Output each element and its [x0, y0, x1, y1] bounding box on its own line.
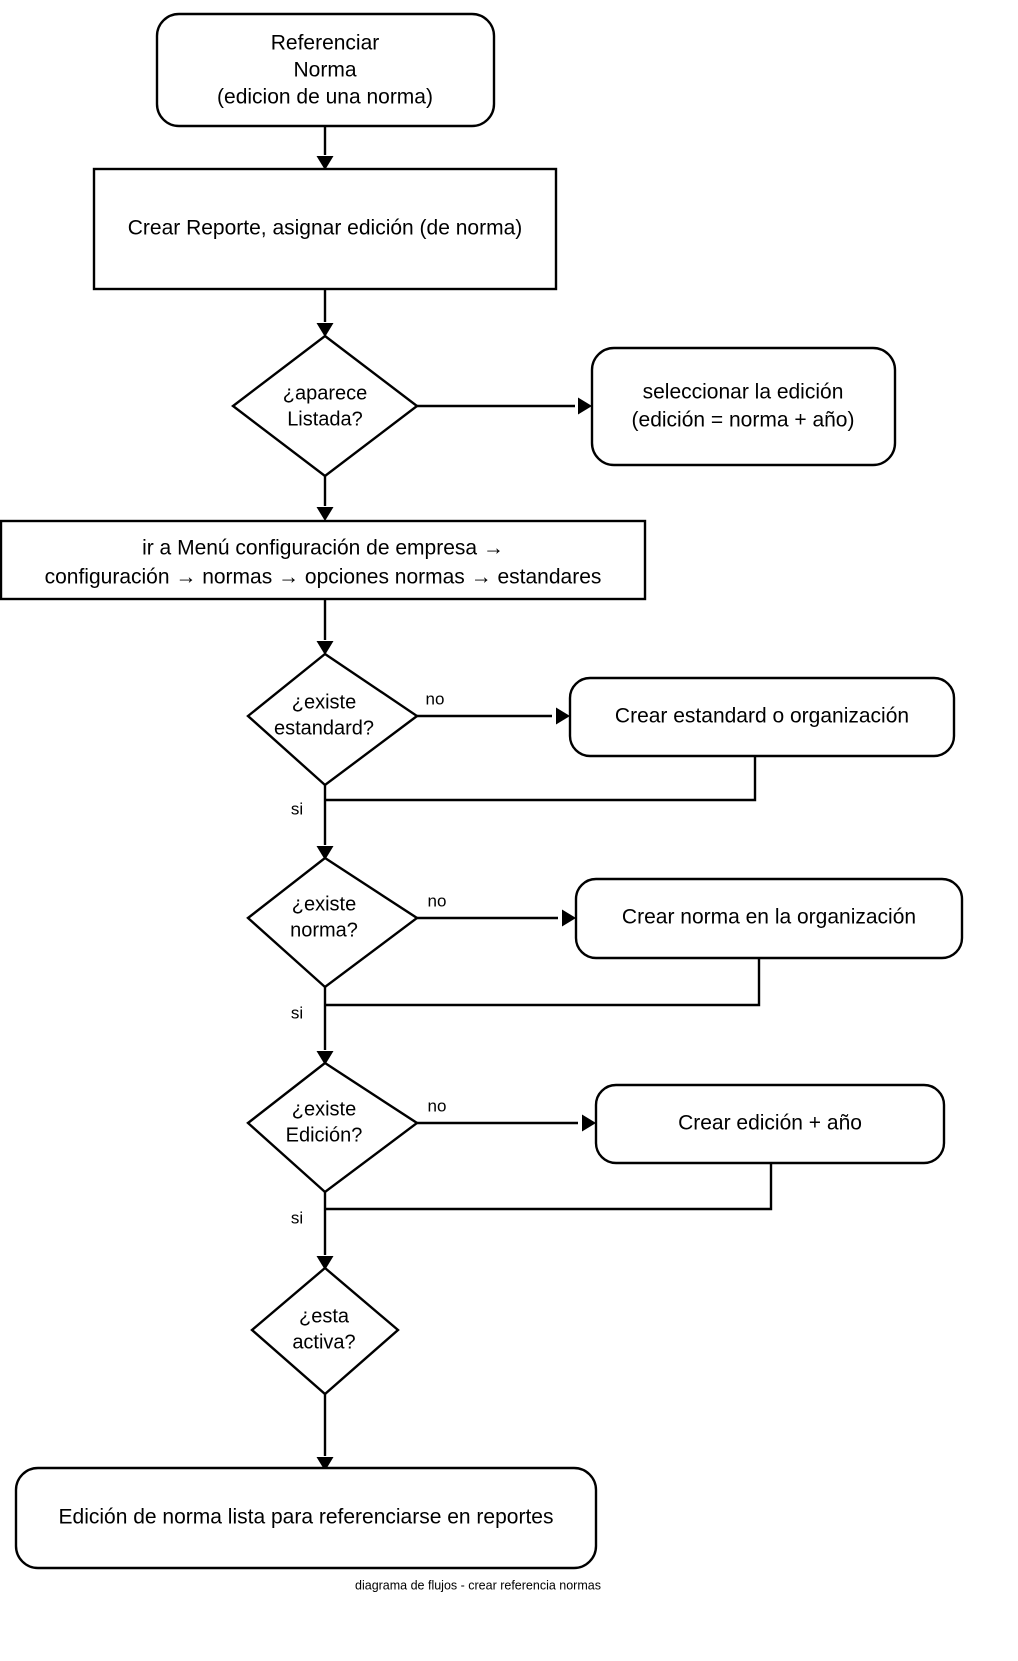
node-seleccionar-edicion[interactable]: seleccionar la edición (edición = norma … [590, 346, 897, 467]
edge-label-norma-si: si [291, 1003, 303, 1022]
edge-existe-estandard-no: no [417, 689, 570, 725]
node-crear-estandard[interactable]: Crear estandard o organización [568, 676, 956, 758]
edge-crear-norma-feedback [326, 958, 761, 1007]
node-aparece-listada[interactable]: ¿aparece Listada? [231, 334, 419, 478]
edge-existe-edicion-no: no [417, 1096, 596, 1132]
edge-start-to-crear-reporte [316, 126, 334, 170]
start-label-line2: Norma [293, 59, 356, 82]
edge-label-estandard-no: no [426, 689, 445, 708]
edge-existe-norma-si: si [291, 987, 334, 1065]
node-existe-norma[interactable]: ¿existe norma? [246, 856, 420, 989]
seleccionar-edicion-label-line1: seleccionar la edición [643, 381, 844, 404]
start-label-line3: (edicion de una norma) [217, 86, 433, 109]
edge-label-norma-no: no [428, 891, 447, 910]
node-existe-estandard[interactable]: ¿existe estandard? [246, 652, 420, 787]
crear-reporte-shape [92, 167, 558, 291]
esta-activa-label-line1: ¿esta [299, 1305, 350, 1327]
ir-a-menu-label-line2: configuración → normas → opciones normas… [45, 566, 602, 589]
edge-label-estandard-si: si [291, 799, 303, 818]
node-esta-activa[interactable]: ¿esta activa? [250, 1266, 400, 1396]
crear-estandard-label: Crear estandard o organización [615, 705, 909, 728]
edge-label-edicion-si: si [291, 1208, 303, 1227]
existe-norma-label-line1: ¿existe [292, 893, 356, 915]
edge-label-edicion-no: no [428, 1096, 447, 1115]
edge-esta-activa-to-final [316, 1394, 334, 1471]
existe-edicion-label-line2: Edición? [286, 1124, 363, 1146]
edge-crear-reporte-to-aparece-listada [316, 289, 334, 337]
node-final[interactable]: Edición de norma lista para referenciars… [14, 1466, 598, 1570]
final-shape [14, 1466, 598, 1570]
edge-crear-estandard-feedback [326, 756, 757, 802]
seleccionar-edicion-label-line2: (edición = norma + año) [632, 409, 855, 432]
node-start[interactable]: Referenciar Norma (edicion de una norma) [155, 12, 496, 128]
crear-reporte-label: Crear Reporte, asignar edición (de norma… [128, 217, 523, 240]
existe-estandard-label-line1: ¿existe [292, 691, 356, 713]
crear-norma-label: Crear norma en la organización [622, 906, 916, 929]
ir-a-menu-shape [0, 519, 647, 601]
ir-a-menu-label-line1: ir a Menú configuración de empresa → [142, 537, 504, 560]
seleccionar-edicion-shape [590, 346, 897, 467]
node-crear-reporte[interactable]: Crear Reporte, asignar edición (de norma… [92, 167, 558, 291]
edge-existe-estandard-si: si [291, 785, 334, 860]
edge-ir-a-menu-to-existe-estandard [316, 599, 334, 655]
edge-crear-edicion-feedback [326, 1163, 773, 1211]
final-label: Edición de norma lista para referenciars… [59, 1506, 554, 1529]
crear-norma-shape [574, 877, 964, 960]
node-crear-norma[interactable]: Crear norma en la organización [574, 877, 964, 960]
crear-edicion-label: Crear edición + año [678, 1112, 862, 1135]
edge-aparece-listada-to-ir-a-menu [316, 476, 334, 521]
esta-activa-label-line2: activa? [292, 1331, 355, 1353]
aparece-listada-shape [231, 334, 419, 478]
diagram-caption: diagrama de flujos - crear referencia no… [355, 1578, 601, 1592]
existe-edicion-label-line1: ¿existe [292, 1098, 356, 1120]
existe-estandard-label-line2: estandard? [274, 717, 374, 739]
edge-aparece-listada-to-seleccionar-edicion [417, 397, 592, 415]
node-existe-edicion[interactable]: ¿existe Edición? [246, 1061, 420, 1194]
aparece-listada-label-line1: ¿aparece [283, 382, 368, 404]
edge-existe-edicion-si: si [291, 1192, 334, 1270]
existe-norma-label-line2: norma? [290, 919, 358, 941]
start-label-line1: Referenciar [271, 32, 380, 55]
aparece-listada-label-line2: Listada? [287, 408, 363, 430]
crear-estandard-shape [568, 676, 956, 758]
node-crear-edicion[interactable]: Crear edición + año [594, 1083, 946, 1165]
node-ir-a-menu[interactable]: ir a Menú configuración de empresa → con… [0, 519, 647, 601]
edge-existe-norma-no: no [417, 891, 576, 927]
